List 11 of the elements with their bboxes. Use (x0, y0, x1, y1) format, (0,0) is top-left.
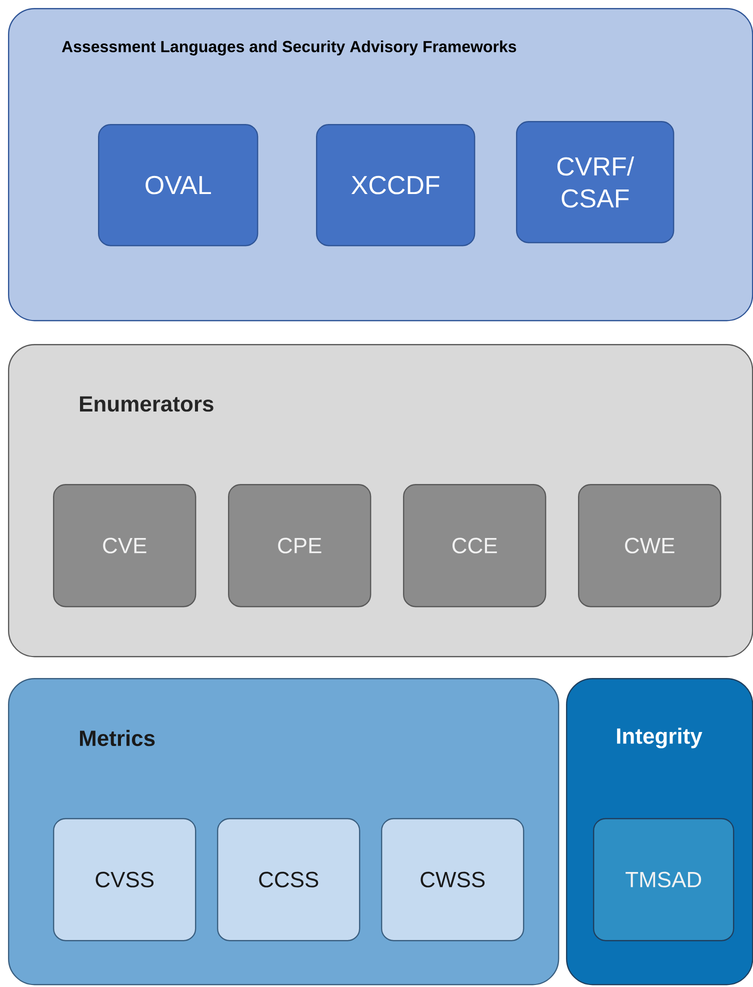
item-box: CWSS (381, 818, 524, 942)
item-box: CVRF/ CSAF (516, 121, 674, 244)
item-box: CWE (578, 484, 722, 608)
item-box: CPE (228, 484, 372, 608)
item-box: OVAL (98, 124, 258, 246)
item-box: CCSS (217, 818, 360, 942)
item-box: CVE (53, 484, 196, 608)
item-box: TMSAD (593, 818, 734, 942)
item-box: CVSS (53, 818, 196, 942)
item-box: XCCDF (316, 124, 476, 246)
item-box: CCE (403, 484, 546, 608)
